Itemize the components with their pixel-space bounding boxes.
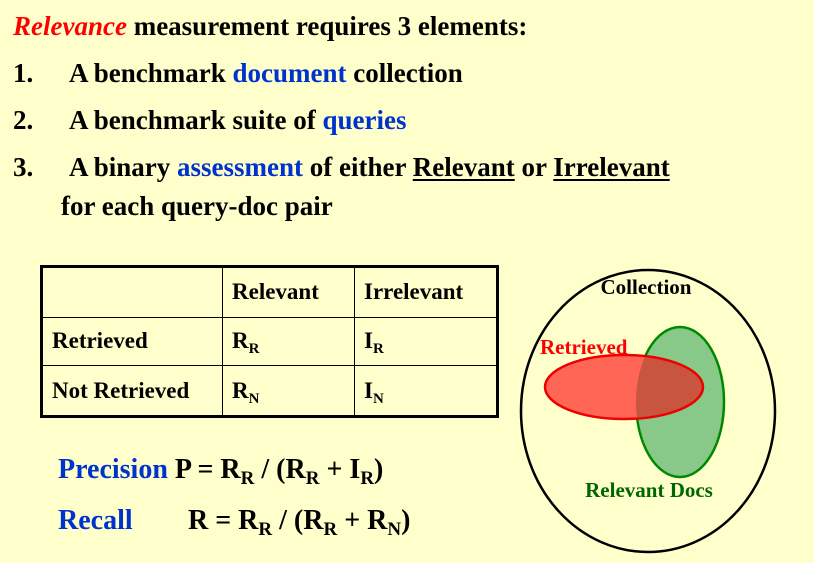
intro-line: Relevance measurement requires 3 element… [13, 11, 527, 42]
list-text: A benchmark suite of [69, 105, 323, 135]
cell-in: IN [354, 365, 498, 417]
list-text: of either [303, 152, 413, 182]
list-number: 3. [13, 152, 34, 182]
keyword-document: document [232, 58, 347, 88]
table-row: Retrieved RR IR [41, 316, 498, 367]
list-item-3: 3. A binary assessment of either Relevant… [13, 152, 670, 183]
underlined-irrelevant: Irrelevant [553, 152, 670, 182]
list-item-2: 2. A benchmark suite of queries [13, 105, 407, 136]
keyword-assessment: assessment [177, 152, 304, 182]
table-header-empty [41, 266, 223, 318]
list-text: A binary [69, 152, 178, 182]
recall-label: Recall [58, 505, 133, 536]
list-number: 2. [13, 105, 34, 135]
retrieved-outline [543, 353, 705, 421]
list-item-1: 1. A benchmark document collection [13, 58, 463, 89]
cell-rr: RR [222, 316, 355, 367]
overlap-region [636, 355, 703, 419]
list-number: 1. [13, 58, 34, 88]
row-label-not-retrieved: Not Retrieved [41, 365, 223, 417]
table-header-row: Relevant Irrelevant [41, 266, 498, 318]
table-header-irrelevant: Irrelevant [354, 266, 498, 318]
relevance-highlight: Relevance [13, 11, 127, 41]
venn-diagram: Collection Retrieved Relevant Docs [519, 268, 777, 554]
list-text: or [514, 152, 554, 182]
retrieved-label: Retrieved [540, 335, 628, 359]
cell-rn: RN [222, 365, 355, 417]
list-item-3-continuation: for each query-doc pair [61, 191, 333, 221]
keyword-queries: queries [322, 105, 407, 135]
table-header-relevant: Relevant [222, 266, 355, 318]
relevant-docs-label: Relevant Docs [585, 478, 713, 502]
list-text: A benchmark [69, 58, 233, 88]
precision-label: Precision [58, 454, 168, 485]
row-label-retrieved: Retrieved [41, 316, 223, 367]
cell-ir: IR [354, 316, 498, 367]
intro-text: measurement requires 3 elements: [126, 11, 528, 41]
collection-label: Collection [601, 275, 692, 299]
list-text: collection [346, 58, 463, 88]
underlined-relevant: Relevant [412, 152, 515, 182]
table-row: Not Retrieved RN IN [41, 365, 498, 417]
relevance-table: Relevant Irrelevant Retrieved RR IR Not … [40, 265, 499, 418]
precision-formula: Precision P = RR / (RR + IR) [58, 454, 384, 489]
